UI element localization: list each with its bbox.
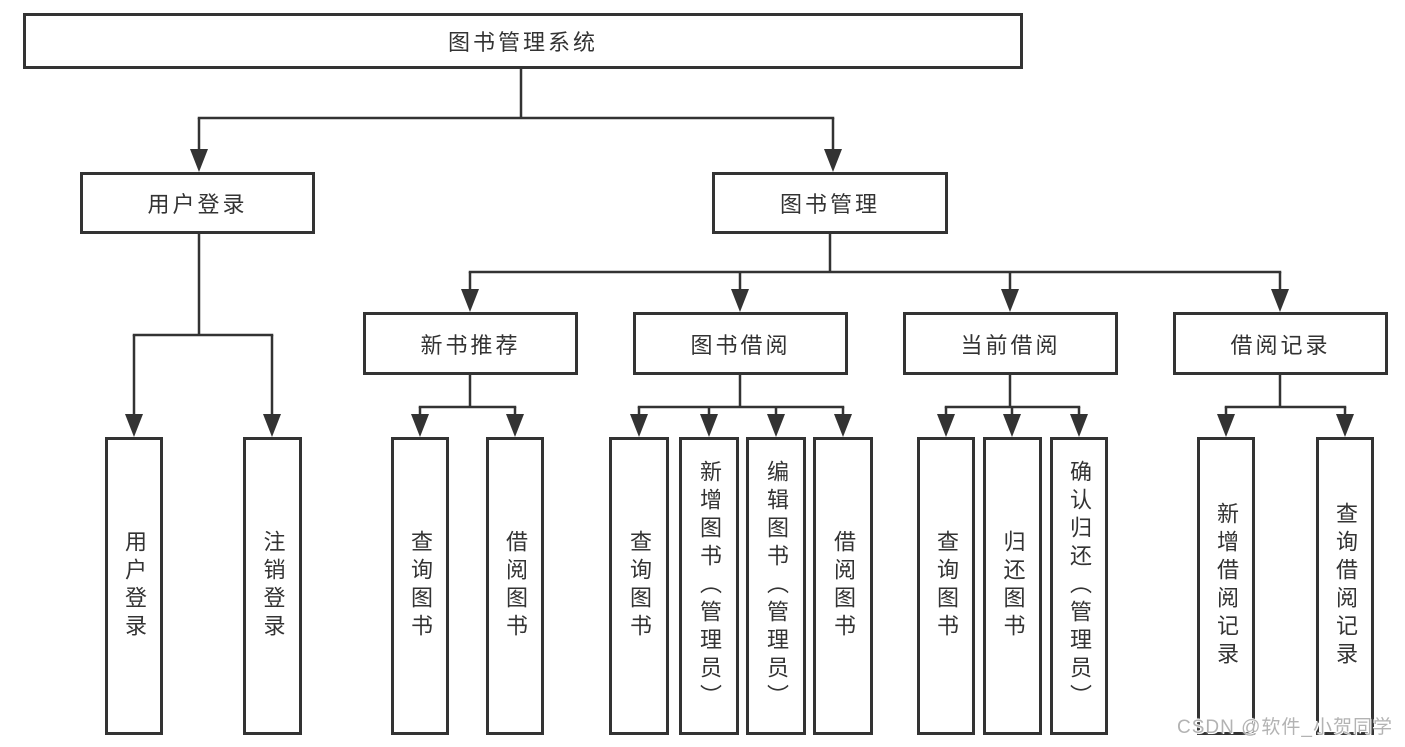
leaf-current-confirm-return-admin: 确认归还（管理员） <box>1050 437 1108 735</box>
leaf-label: 查询图书 <box>627 530 652 642</box>
leaf-borrow-add-books-admin: 新增图书（管理员） <box>679 437 739 735</box>
connector-bookmgmt-to-level3 <box>461 234 1289 312</box>
leaf-borrow-query-books: 查询图书 <box>609 437 669 735</box>
leaf-label: 借阅图书 <box>503 530 528 642</box>
leaf-current-query-books: 查询图书 <box>917 437 975 735</box>
connector-records-to-leaves <box>1217 375 1354 437</box>
node-user-login: 用户登录 <box>80 172 315 234</box>
leaf-records-query-record: 查询借阅记录 <box>1316 437 1374 735</box>
leaf-label: 注销登录 <box>260 530 286 642</box>
leaf-records-add-record: 新增借阅记录 <box>1197 437 1255 735</box>
leaf-logout: 注销登录 <box>243 437 302 735</box>
node-new-book-recommend: 新书推荐 <box>363 312 578 375</box>
node-borrow-records: 借阅记录 <box>1173 312 1388 375</box>
leaf-recommend-borrow-books: 借阅图书 <box>486 437 544 735</box>
leaf-label: 用户登录 <box>122 530 147 642</box>
node-book-borrow: 图书借阅 <box>633 312 848 375</box>
leaf-label: 查询借阅记录 <box>1333 502 1358 670</box>
connector-currentborrow-to-leaves <box>937 375 1088 437</box>
leaf-label: 归还图书 <box>1000 530 1026 642</box>
leaf-label: 查询图书 <box>934 530 959 642</box>
connector-root-to-level2 <box>190 68 842 172</box>
leaf-user-login: 用户登录 <box>105 437 163 735</box>
connector-newbooks-to-leaves <box>411 375 524 437</box>
leaf-current-return-books: 归还图书 <box>983 437 1042 735</box>
leaf-label: 确认归还（管理员） <box>1067 460 1092 712</box>
leaf-label: 新增图书（管理员） <box>697 460 722 712</box>
leaf-label: 借阅图书 <box>831 530 856 642</box>
node-book-management: 图书管理 <box>712 172 948 234</box>
node-root-system: 图书管理系统 <box>23 13 1023 69</box>
leaf-borrow-borrow-books: 借阅图书 <box>813 437 873 735</box>
connector-userlogin-to-leaves <box>125 234 281 437</box>
leaf-label: 查询图书 <box>408 530 433 642</box>
leaf-recommend-query-books: 查询图书 <box>391 437 449 735</box>
csdn-watermark: CSDN @软件_小贺同学 <box>1177 717 1393 738</box>
connector-bookborrow-to-leaves <box>630 375 852 437</box>
leaf-label: 编辑图书（管理员） <box>764 460 789 712</box>
node-current-borrow: 当前借阅 <box>903 312 1118 375</box>
leaf-label: 新增借阅记录 <box>1214 502 1239 670</box>
leaf-borrow-edit-books-admin: 编辑图书（管理员） <box>746 437 806 735</box>
